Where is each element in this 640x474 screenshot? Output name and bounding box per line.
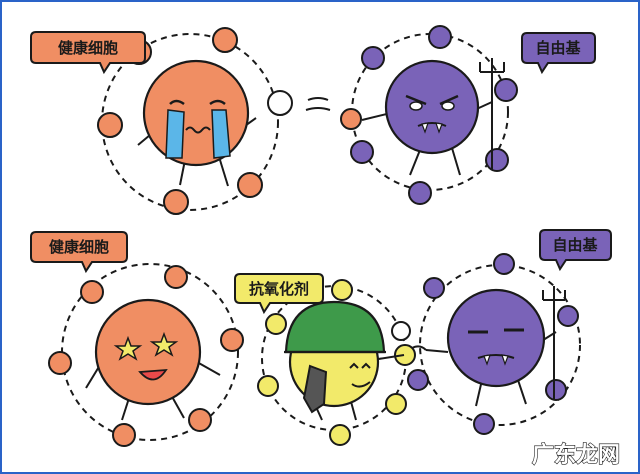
pitchfork-icon-top — [479, 58, 505, 170]
free-radical-top — [361, 59, 493, 176]
donated-electron-slot — [391, 321, 411, 341]
healthy-label-bubble-top — [30, 31, 146, 75]
radical-electrons-top — [350, 25, 518, 205]
radical-electrons-bottom — [407, 253, 579, 435]
motion-lines — [305, 97, 331, 111]
stolen-electron — [340, 108, 362, 130]
free-radical-bottom — [425, 288, 557, 407]
healthy-label-bubble-bottom — [30, 231, 128, 274]
radical-label-top: 自由基 — [535, 39, 581, 57]
healthy-electrons-top — [97, 27, 263, 215]
watermark: 广东龙网 — [532, 442, 620, 468]
crying-healthy-cell — [137, 59, 257, 187]
healthy-label-top: 健康细胞 — [58, 39, 118, 57]
pitchfork-icon-bottom — [542, 286, 566, 400]
radical-label-bottom: 自由基 — [552, 236, 598, 254]
radical-label-bubble-bottom — [539, 229, 612, 272]
antioxidant-label-bubble — [234, 273, 324, 315]
happy-healthy-cell — [85, 298, 221, 421]
radical-label-bubble-top — [521, 32, 596, 75]
healthy-label-bottom: 健康细胞 — [49, 238, 109, 256]
antioxidant-hero — [284, 300, 405, 421]
antioxidant-label: 抗氧化剂 — [249, 280, 309, 298]
lost-electron-empty-slot — [267, 90, 293, 116]
healthy-electrons-bottom — [48, 265, 244, 447]
transfer-line — [411, 345, 427, 351]
antioxidant-electrons — [257, 279, 416, 446]
